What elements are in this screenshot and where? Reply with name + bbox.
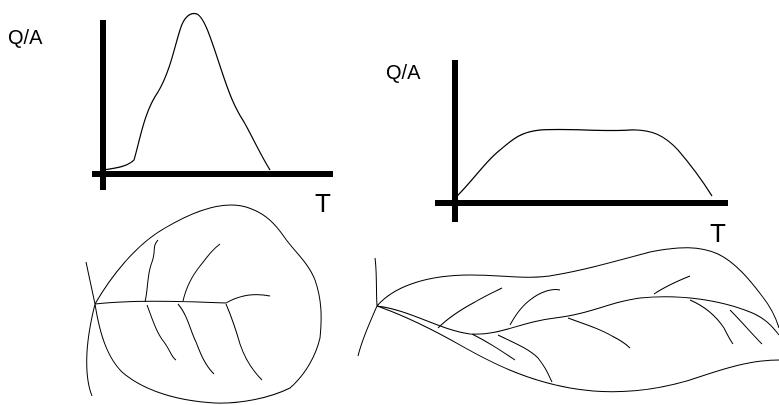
right-leaf-vein-4 — [497, 334, 553, 383]
right-leaf-vein-8 — [729, 309, 763, 345]
right-x-axis-label: T — [710, 218, 726, 248]
left-leaf-outline — [94, 204, 322, 404]
left-leaf-vein-3 — [146, 304, 177, 361]
left-leaf-vein-1 — [144, 239, 159, 303]
left-x-axis-label: T — [315, 188, 331, 218]
right-leaf-vein-1 — [437, 287, 503, 329]
left-leaf-midrib — [94, 294, 271, 305]
left-hydrograph: Q/A T — [8, 12, 333, 218]
left-leaf-vein-4 — [177, 303, 215, 375]
left-leaf-vein-5 — [225, 303, 263, 381]
right-leaf — [357, 247, 779, 393]
right-leaf-vein-2 — [509, 289, 561, 326]
right-leaf-petiole — [357, 305, 378, 357]
left-peaked-curve — [102, 12, 271, 171]
right-leaf-lower-edge — [376, 305, 779, 393]
right-hydrograph: Q/A T — [386, 60, 728, 248]
right-flat-topped-curve — [454, 128, 713, 199]
right-leaf-stem — [374, 257, 378, 307]
left-leaf-stem — [85, 261, 96, 305]
right-leaf-midrib — [376, 296, 779, 336]
right-leaf-vein-3 — [471, 333, 516, 361]
left-leaf-vein-2 — [182, 243, 221, 302]
left-leaf-petiole — [86, 303, 96, 397]
left-y-axis-label: Q/A — [8, 27, 43, 49]
right-y-axis-label: Q/A — [386, 62, 421, 84]
left-leaf — [85, 204, 322, 404]
right-leaf-vein-7 — [689, 299, 734, 345]
right-leaf-vein-5 — [567, 317, 631, 349]
right-leaf-upper-edge — [376, 247, 779, 329]
right-leaf-vein-6 — [653, 275, 691, 295]
